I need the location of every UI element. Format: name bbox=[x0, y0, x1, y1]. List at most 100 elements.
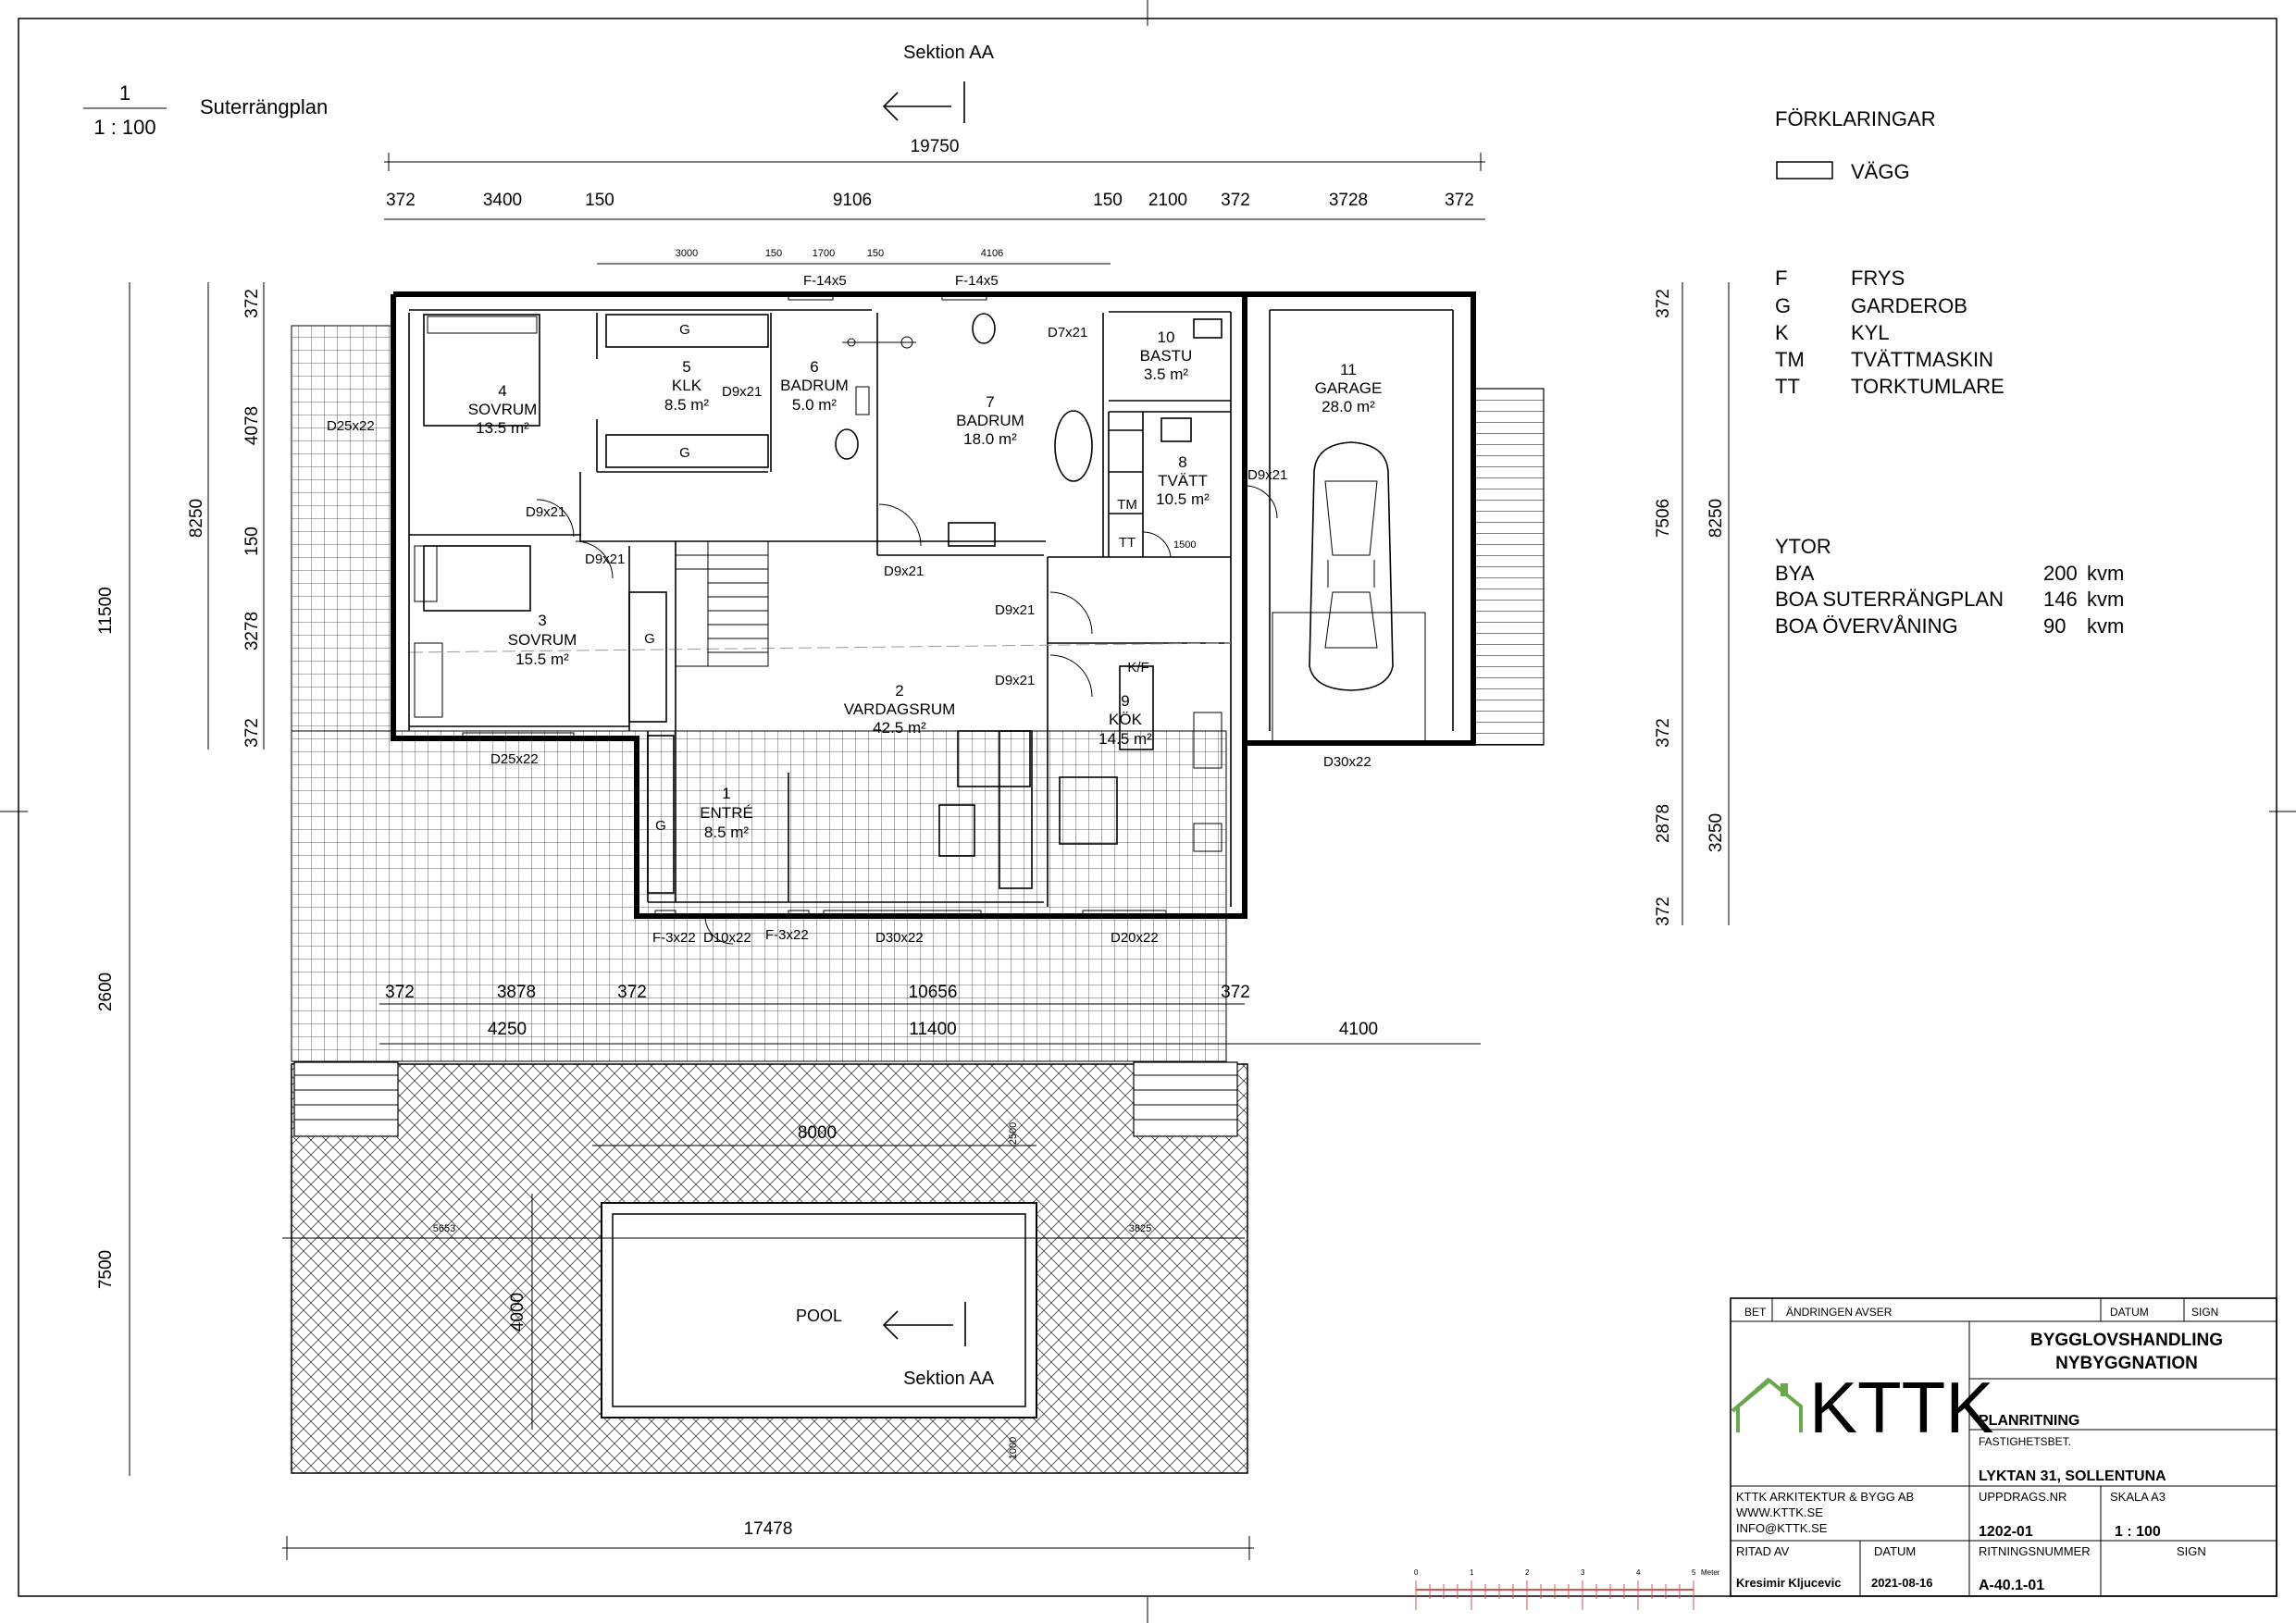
wardrobe-label: G bbox=[644, 631, 655, 647]
title-block: BET ÄNDRINGEN AVSER DATUM SIGN BYGGLOVSH… bbox=[1730, 1297, 2277, 1597]
scale-bar: 0 1 2 3 4 5 Meter bbox=[1414, 1568, 1720, 1610]
dimension-label: 372 bbox=[1654, 718, 1673, 748]
wardrobe-label: G bbox=[679, 445, 690, 461]
dimension-label: 372 bbox=[1221, 983, 1250, 1002]
dimension-label: 3000 bbox=[676, 248, 698, 259]
dimension-label: 5.0 m² bbox=[792, 396, 838, 414]
dimension-label: 2100 bbox=[1148, 191, 1187, 210]
area-unit: kvm bbox=[2087, 588, 2124, 611]
dimension-label: 372 bbox=[1654, 897, 1673, 926]
window-label: F-14x5 bbox=[955, 273, 999, 289]
dim-left-terrace: 2600 bbox=[96, 973, 116, 1011]
door-label: D9x21 bbox=[1247, 467, 1287, 483]
tb-email: INFO@KTTK.SE bbox=[1736, 1521, 1828, 1535]
dimension-label: BADRUM bbox=[956, 412, 1024, 429]
tb-sign-h: SIGN bbox=[2191, 1306, 2218, 1319]
door-label: D20x22 bbox=[1111, 930, 1159, 946]
dimension-label: TVÄTT bbox=[1158, 472, 1208, 489]
area-unit: kvm bbox=[2087, 562, 2124, 585]
door-label: D30x22 bbox=[1323, 754, 1371, 770]
window-label: F-14x5 bbox=[803, 273, 847, 289]
dimension-label: 372 bbox=[617, 983, 647, 1002]
dimension-label: 1 bbox=[1470, 1568, 1474, 1577]
tm-label: TM bbox=[1117, 497, 1137, 513]
tb-drawn-label: RITAD AV bbox=[1736, 1544, 1790, 1558]
dimension-label: 2878 bbox=[1654, 804, 1673, 843]
door-label: F-3x22 bbox=[765, 927, 809, 943]
dimension-label: 11 bbox=[1340, 361, 1357, 378]
dimension-label: 0 bbox=[1414, 1568, 1419, 1577]
section-label-pool: Sektion AA bbox=[903, 1369, 995, 1389]
dimension-label: 13.5 m² bbox=[476, 419, 529, 437]
dimension-label: 2 bbox=[1525, 1568, 1530, 1577]
tb-datum-h: DATUM bbox=[2110, 1306, 2149, 1319]
dimensions-right: 372 7506 372 2878 372 8250 3250 bbox=[1654, 282, 1730, 926]
abbr-meaning: TVÄTTMASKIN bbox=[1851, 348, 1993, 371]
dimension-label: 3878 bbox=[497, 983, 536, 1002]
dimension-label: 7 bbox=[986, 393, 994, 411]
dimension-label: KÖK bbox=[1109, 711, 1143, 728]
steps-garage-side bbox=[1471, 388, 1545, 746]
section-label-top: Sektion AA bbox=[903, 43, 995, 63]
door-label: D30x22 bbox=[875, 930, 924, 946]
dimensions-left: 11500 8250 372 4078 150 3278 372 2600 75… bbox=[96, 282, 265, 1476]
garage-driveway bbox=[1272, 612, 1426, 743]
dimensions-top: 19750 372 3400 150 9106 150 2100 372 372… bbox=[384, 137, 1485, 265]
dim-1500: 1500 bbox=[1173, 539, 1196, 551]
dimension-label: 8 bbox=[1178, 453, 1186, 471]
dimension-label: 150 bbox=[765, 248, 782, 259]
dimension-label: 5653 bbox=[433, 1223, 455, 1234]
dimension-label: 6 bbox=[810, 358, 818, 376]
tb-drawing-no-label: RITNINGSNUMMER bbox=[1979, 1544, 2091, 1558]
dimension-label: 1 bbox=[722, 785, 730, 802]
wardrobe-label: G bbox=[679, 322, 690, 338]
dimension-label: 372 bbox=[385, 983, 415, 1002]
window-marks bbox=[462, 293, 1167, 917]
tb-date: 2021-08-16 bbox=[1871, 1576, 1933, 1590]
abbr-meaning: KYL bbox=[1851, 321, 1890, 344]
dimension-label: 3825 bbox=[1129, 1223, 1151, 1234]
kttk-logo: KTTK bbox=[1731, 1367, 1993, 1448]
stairs bbox=[675, 540, 769, 667]
abbr-code: K bbox=[1775, 321, 1789, 344]
tb-order-label: UPPDRAGS.NR bbox=[1979, 1490, 2066, 1504]
abbr-meaning: GARDEROB bbox=[1851, 294, 1967, 317]
tb-date-label: DATUM bbox=[1874, 1544, 1916, 1558]
abbr-code: G bbox=[1775, 294, 1791, 317]
dimension-label: VARDAGSRUM bbox=[844, 700, 956, 718]
abbr-meaning: TORKTUMLARE bbox=[1851, 375, 2004, 398]
dimension-label: BASTU bbox=[1140, 347, 1193, 365]
area-summary: YTOR BYA 200 kvm BOA SUTERRÄNGPLAN 146 k… bbox=[1775, 535, 2124, 638]
door-label: D9x21 bbox=[722, 384, 762, 400]
tb-status1: BYGGLOVSHANDLING bbox=[2030, 1331, 2223, 1350]
area-label: BYA bbox=[1775, 562, 1815, 585]
dimension-label: 1700 bbox=[813, 248, 835, 259]
dimension-label: 18.0 m² bbox=[963, 430, 1017, 448]
dimension-label: 5 bbox=[682, 358, 690, 376]
dimension-label: 3400 bbox=[483, 191, 522, 210]
dim-pool-width: 4000 bbox=[508, 1293, 527, 1332]
tb-scale-val: 1 : 100 bbox=[2115, 1524, 2161, 1540]
dimensions-bottom: 372 3878 372 10656 372 4250 11400 4100 8… bbox=[282, 983, 1481, 1560]
car-icon bbox=[1309, 441, 1394, 691]
dimension-label: ENTRÉ bbox=[700, 804, 753, 822]
tb-property: LYKTAN 31, SOLLENTUNA bbox=[1979, 1468, 2166, 1484]
dim-site-total: 17478 bbox=[744, 1519, 793, 1539]
door-label: D9x21 bbox=[884, 564, 924, 579]
tb-type: PLANRITNING bbox=[1979, 1413, 2079, 1429]
dimension-label: 4 bbox=[1636, 1568, 1641, 1577]
door-swings bbox=[536, 485, 1278, 945]
dim-right-outer: 8250 bbox=[1706, 499, 1726, 538]
dimension-label: 15.5 m² bbox=[515, 650, 569, 668]
terrace-front-tiles bbox=[291, 730, 1227, 1062]
dimension-label: 8.5 m² bbox=[704, 824, 750, 841]
dimension-label: 2 bbox=[895, 682, 903, 700]
dim-right-lower: 3250 bbox=[1706, 813, 1726, 852]
dimension-label: 10656 bbox=[909, 983, 958, 1002]
dimension-label: 8.5 m² bbox=[664, 396, 710, 414]
dimension-label: 14.5 m² bbox=[1098, 730, 1152, 748]
